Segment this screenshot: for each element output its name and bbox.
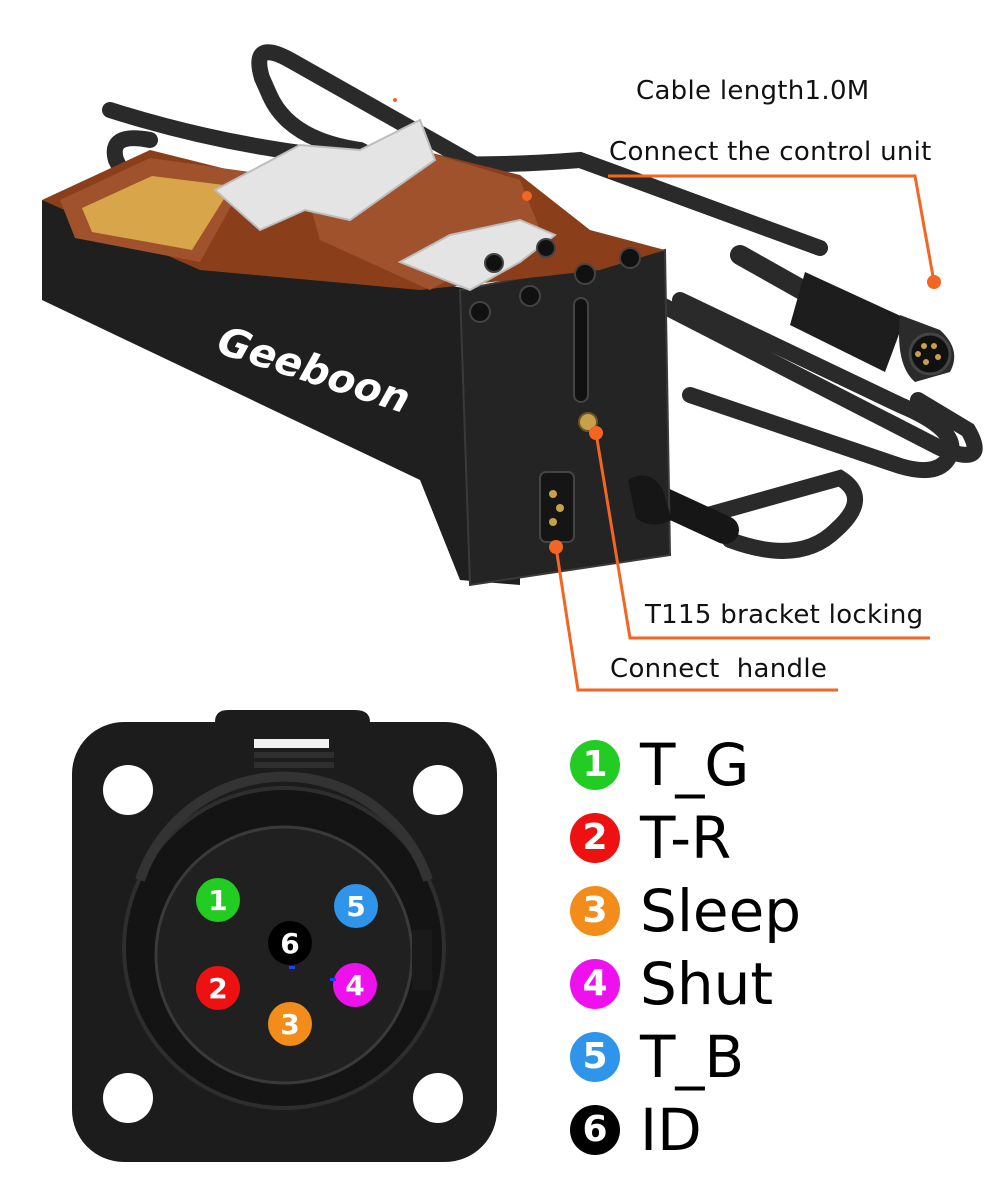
control-unit-plug — [730, 245, 955, 382]
legend-label: T_G — [640, 731, 750, 799]
callout-lines — [554, 174, 936, 692]
pin-circle — [333, 963, 377, 1007]
legend-label: ID — [640, 1096, 702, 1164]
callout-dots — [393, 98, 941, 554]
pin-circle — [268, 921, 312, 965]
pin-number: 3 — [280, 1008, 299, 1041]
legend-number: 2 — [582, 817, 608, 858]
connector-pin-2: 2 — [196, 966, 240, 1010]
legend-item: 5 T_B — [570, 1022, 744, 1092]
legend-label: Shut — [640, 950, 774, 1018]
cable-length-label: Cable length1.0M — [636, 76, 870, 106]
pin-number: 4 — [345, 969, 364, 1002]
legend-dot-1: 1 — [570, 740, 620, 790]
legend-item: 3 Sleep — [570, 876, 801, 946]
legend-label: T_B — [640, 1023, 745, 1091]
pin-number: 2 — [208, 972, 227, 1005]
legend-dot-3: 3 — [570, 886, 620, 936]
legend-item: 2 T-R — [570, 803, 731, 873]
legend-dot-6: 6 — [570, 1105, 620, 1155]
legend-number: 4 — [582, 963, 608, 1004]
pin-number: 1 — [208, 884, 227, 917]
pin-circle — [196, 966, 240, 1010]
legend-label: T-R — [640, 804, 732, 872]
pin-number: 5 — [346, 890, 365, 923]
pin-circle — [334, 884, 378, 928]
connect-handle-label: Connect handle — [610, 654, 828, 684]
legend-number: 6 — [582, 1109, 608, 1150]
legend-item: 1 T_G — [570, 730, 749, 800]
legend-number: 3 — [582, 890, 608, 931]
legend-dot-4: 4 — [570, 959, 620, 1009]
legend-label: Sleep — [640, 877, 802, 945]
connect-control-unit-label: Connect the control unit — [609, 137, 932, 167]
connector-pin-4: 4 — [333, 963, 377, 1007]
legend-item: 6 ID — [570, 1095, 702, 1165]
legend-number: 1 — [582, 744, 608, 785]
connector-pins: 1 2 3 4 5 6 — [196, 878, 378, 1046]
connector-pin-3: 3 — [268, 1002, 312, 1046]
legend-dot-2: 2 — [570, 813, 620, 863]
pin-number: 6 — [280, 927, 299, 960]
legend-number: 5 — [582, 1036, 608, 1077]
connector-pin-1: 1 — [196, 878, 240, 922]
legend-dot-5: 5 — [570, 1032, 620, 1082]
legend-item: 4 Shut — [570, 949, 773, 1019]
pin-circle — [268, 1002, 312, 1046]
connector-pin-5: 5 — [334, 884, 378, 928]
soldering-station — [42, 118, 672, 587]
pin-marks — [289, 966, 336, 981]
connector-pin-6: 6 — [268, 921, 312, 965]
bracket-locking-label: T115 bracket locking — [645, 600, 924, 630]
pin-circle — [196, 878, 240, 922]
